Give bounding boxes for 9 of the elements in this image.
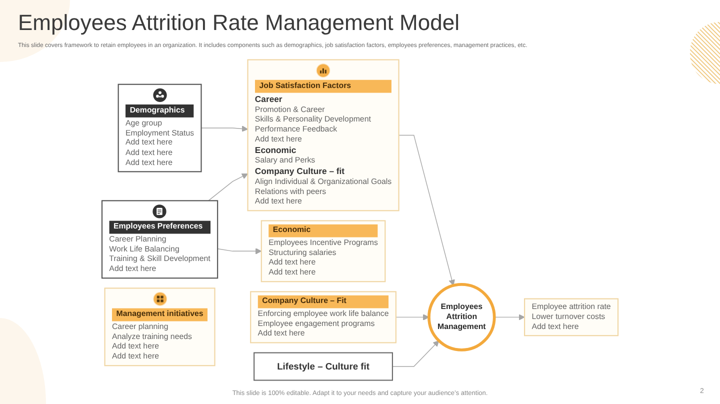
arrow (392, 340, 440, 367)
arrow (396, 314, 430, 320)
arrow (208, 173, 248, 202)
arrow (494, 314, 525, 320)
node-box: Lifestyle – Culture fit (254, 352, 393, 381)
arrow (217, 248, 262, 254)
arrow (200, 126, 248, 132)
title: Employees Attrition Rate Management Model (18, 10, 460, 36)
arrow (398, 134, 455, 286)
